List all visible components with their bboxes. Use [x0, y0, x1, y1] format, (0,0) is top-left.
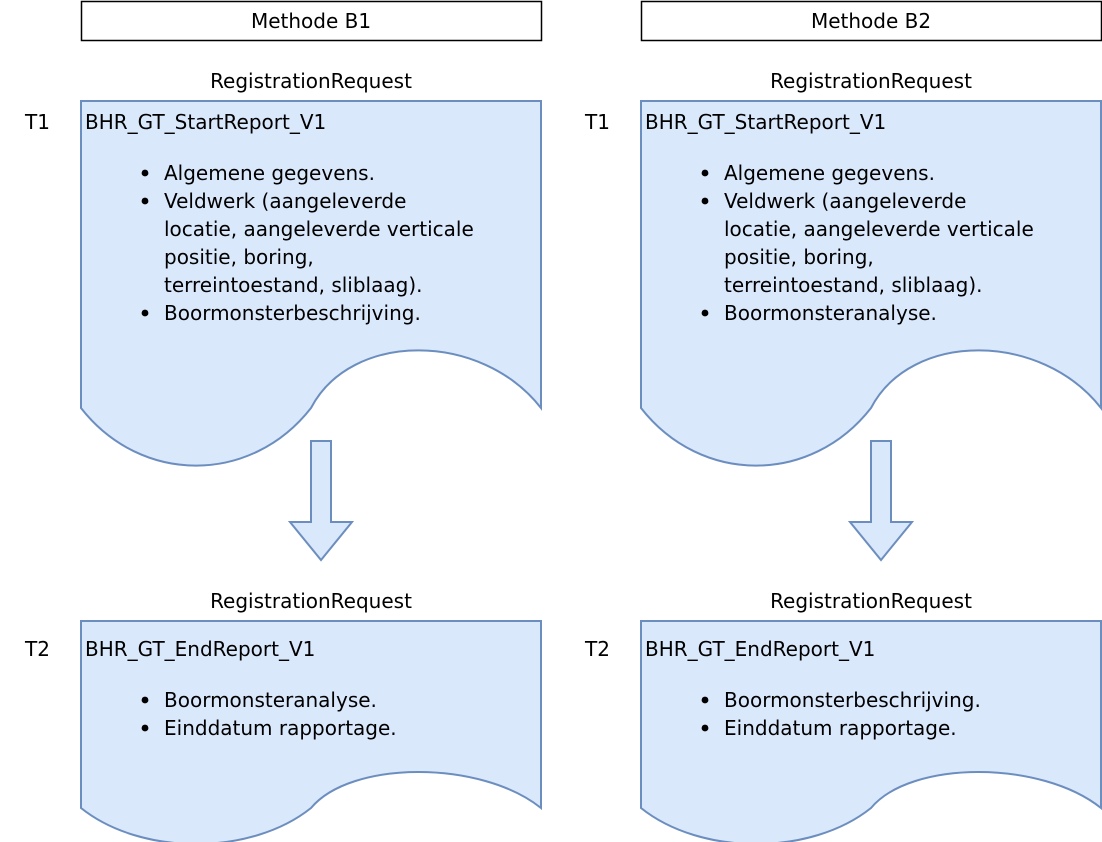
bullet-dot	[141, 309, 149, 317]
bullet-text: terreintoestand, sliblaag).	[724, 273, 982, 297]
time-label: T2	[24, 637, 50, 661]
bullet-text: Boormonsteranalyse.	[164, 688, 377, 712]
document-type-label: RegistrationRequest	[210, 589, 412, 613]
document-type-label: RegistrationRequest	[770, 69, 972, 93]
time-label: T1	[584, 110, 610, 134]
bullet-item: Algemene gegevens.	[701, 161, 935, 185]
bullet-dot	[141, 724, 149, 732]
bullet-text: Boormonsterbeschrijving.	[164, 301, 421, 325]
bullet-item: Boormonsterbeschrijving.	[701, 688, 981, 712]
bullet-text: terreintoestand, sliblaag).	[164, 273, 422, 297]
bullet-item: Boormonsterbeschrijving.	[141, 301, 421, 325]
method-header-title: Methode B1	[251, 9, 371, 33]
document-title: BHR_GT_EndReport_V1	[85, 637, 315, 661]
document-title: BHR_GT_StartReport_V1	[645, 110, 886, 134]
bullet-dot	[701, 724, 709, 732]
method-header: Methode B1	[80, 0, 543, 42]
bullet-text: Einddatum rapportage.	[724, 716, 957, 740]
bullet-text: Boormonsteranalyse.	[724, 301, 937, 325]
document-type-label: RegistrationRequest	[210, 69, 412, 93]
down-arrow-icon	[847, 440, 915, 562]
method-header: Methode B2	[640, 0, 1102, 42]
method-header-title: Methode B2	[811, 9, 931, 33]
document-shape	[80, 100, 542, 467]
method-header-box	[640, 0, 1102, 42]
bullet-item: Boormonsteranalyse.	[701, 301, 937, 325]
bullet-dot	[141, 696, 149, 704]
bullet-dot	[141, 197, 149, 205]
bullet-text: positie, boring,	[724, 245, 874, 269]
bullet-dot	[701, 696, 709, 704]
bullet-text: positie, boring,	[164, 245, 314, 269]
time-label: T1	[24, 110, 50, 134]
document-shape	[80, 620, 542, 842]
time-label: T2	[584, 637, 610, 661]
bullet-item: Algemene gegevens.	[141, 161, 375, 185]
document-shape	[640, 100, 1102, 467]
down-arrow-icon	[287, 440, 355, 562]
bullet-dot	[701, 309, 709, 317]
bullet-text: locatie, aangeleverde verticale	[724, 217, 1034, 241]
bullet-item: Veldwerk (aangeleverde locatie, aangeleve…	[701, 189, 1034, 297]
bullet-text: Algemene gegevens.	[164, 161, 375, 185]
method-header-box	[80, 0, 543, 42]
bullet-text: Algemene gegevens.	[724, 161, 935, 185]
bullet-text: Boormonsterbeschrijving.	[724, 688, 981, 712]
document-title: BHR_GT_EndReport_V1	[645, 637, 875, 661]
document-title: BHR_GT_StartReport_V1	[85, 110, 326, 134]
bullet-text: locatie, aangeleverde verticale	[164, 217, 474, 241]
bullet-dot	[701, 169, 709, 177]
bullet-dot	[141, 169, 149, 177]
bullet-item: Einddatum rapportage.	[701, 716, 957, 740]
bullet-item: Veldwerk (aangeleverde locatie, aangeleve…	[141, 189, 474, 297]
bullet-dot	[701, 197, 709, 205]
document-shape	[640, 620, 1102, 842]
document-type-label: RegistrationRequest	[770, 589, 972, 613]
bullet-text: Veldwerk (aangeleverde	[164, 189, 406, 213]
bullet-item: Boormonsteranalyse.	[141, 688, 377, 712]
bullet-text: Veldwerk (aangeleverde	[724, 189, 966, 213]
bullet-item: Einddatum rapportage.	[141, 716, 397, 740]
bullet-text: Einddatum rapportage.	[164, 716, 397, 740]
